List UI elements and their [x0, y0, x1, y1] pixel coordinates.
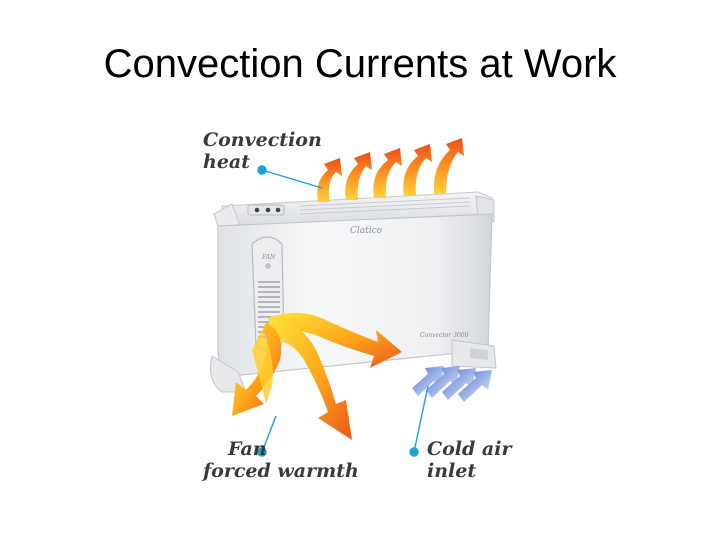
heater-brand-logo: Clatico [350, 226, 383, 236]
callout-convection-line2: heat [203, 151, 250, 173]
callout-leader-lines [257, 165, 429, 457]
cold-air-arrows [412, 366, 492, 402]
callout-cold-line1: Cold air [427, 438, 512, 460]
callout-fan-line1: Fan [228, 438, 267, 460]
callout-convection-heat: Convection heat [203, 129, 322, 173]
callout-fan-line2: forced warmth [203, 460, 359, 482]
fan-forced-warmth-arrows [232, 312, 402, 440]
callout-fan-forced-warmth: Fan forced warmth [203, 438, 359, 482]
heater-model-label: Convector 3000 [420, 332, 469, 339]
convection-heat-arrows [317, 138, 464, 202]
slide-title: Convection Currents at Work [103, 42, 617, 86]
callout-cold-air-inlet: Cold air inlet [427, 438, 511, 482]
callout-cold-line2: inlet [427, 460, 477, 482]
heater-body [209, 191, 497, 393]
fan-label: FAN [262, 254, 276, 261]
callout-convection-line1: Convection [203, 129, 322, 151]
